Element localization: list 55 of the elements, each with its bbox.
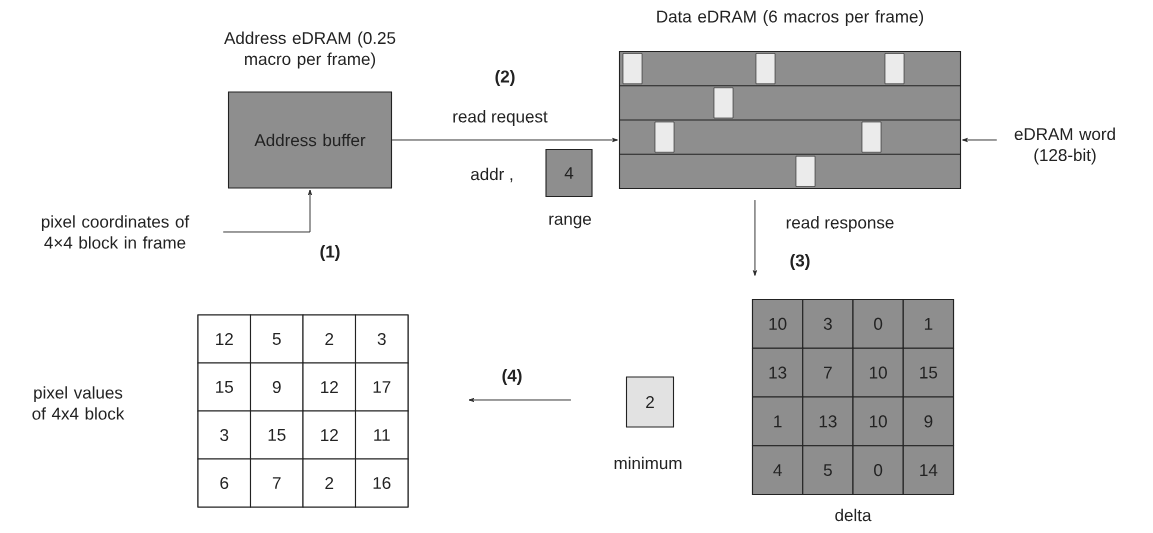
arrow <box>752 199 757 276</box>
grid-cell: 5 <box>249 314 304 364</box>
grid-cell: 0 <box>852 445 904 496</box>
grid-cell: 10 <box>852 347 904 398</box>
caption-text: minimum <box>614 456 682 470</box>
step-number: (3) <box>790 254 810 270</box>
grid-cell: 4 <box>751 445 804 496</box>
edge-label: (4) <box>500 368 524 386</box>
grid-cell: 2 <box>302 458 357 508</box>
grid-cell: 12 <box>302 410 357 460</box>
grid-cell: 14 <box>902 445 955 496</box>
caption-text: pixel values of 4x4 block <box>32 386 125 420</box>
buffer-box: Address buffer <box>227 91 393 189</box>
value-box: 2 <box>625 376 675 428</box>
caption-text: delta <box>835 508 872 522</box>
grid-cell: 9 <box>902 396 955 447</box>
caption-text: Address eDRAM (0.25 macro per frame) <box>224 31 396 69</box>
grid-cell: 5 <box>802 445 854 496</box>
grid-cell: 12 <box>197 314 252 364</box>
grid-cell: 15 <box>249 410 304 460</box>
arrow <box>222 189 312 233</box>
grid-cell: 2 <box>302 314 357 364</box>
grid-cell: 3 <box>354 314 409 364</box>
arrow <box>468 398 572 402</box>
annotation-text: addr , <box>471 167 513 183</box>
grid-cell: 13 <box>802 396 854 447</box>
grid-cell: 3 <box>197 410 252 460</box>
edge-label: read response <box>784 215 896 233</box>
value-box: 4 <box>545 148 593 198</box>
grid-cell: 1 <box>902 298 955 349</box>
grid-cell: 7 <box>802 347 854 398</box>
grid-cell: 7 <box>249 458 304 508</box>
grid-cell: 17 <box>354 362 409 412</box>
grid-cell: 1 <box>751 396 804 447</box>
grid-cell: 10 <box>852 396 904 447</box>
grid-cell: 11 <box>354 410 409 460</box>
step-number: (2) <box>495 70 515 86</box>
grid-cell: 15 <box>902 347 955 398</box>
arrow <box>391 138 618 142</box>
grid-cell: 15 <box>197 362 252 412</box>
annotation-text: pixel coordinates of 4×4 block in frame <box>41 215 190 249</box>
edge-label: read request <box>451 109 549 127</box>
grid-cell: 12 <box>302 362 357 412</box>
step-number: (1) <box>320 245 340 261</box>
arrow <box>962 138 998 142</box>
grid-cell: 13 <box>751 347 804 398</box>
annotation-text: eDRAM word (128-bit) <box>1014 127 1115 165</box>
grid-cell: 0 <box>852 298 904 349</box>
grid-cell: 6 <box>197 458 252 508</box>
grid-cell: 9 <box>249 362 304 412</box>
caption-text: Data eDRAM (6 macros per frame) <box>657 10 924 26</box>
grid-cell: 10 <box>751 298 804 349</box>
caption-text: range <box>549 215 591 229</box>
grid-cell: 3 <box>802 298 854 349</box>
grid-cell: 16 <box>354 458 409 508</box>
